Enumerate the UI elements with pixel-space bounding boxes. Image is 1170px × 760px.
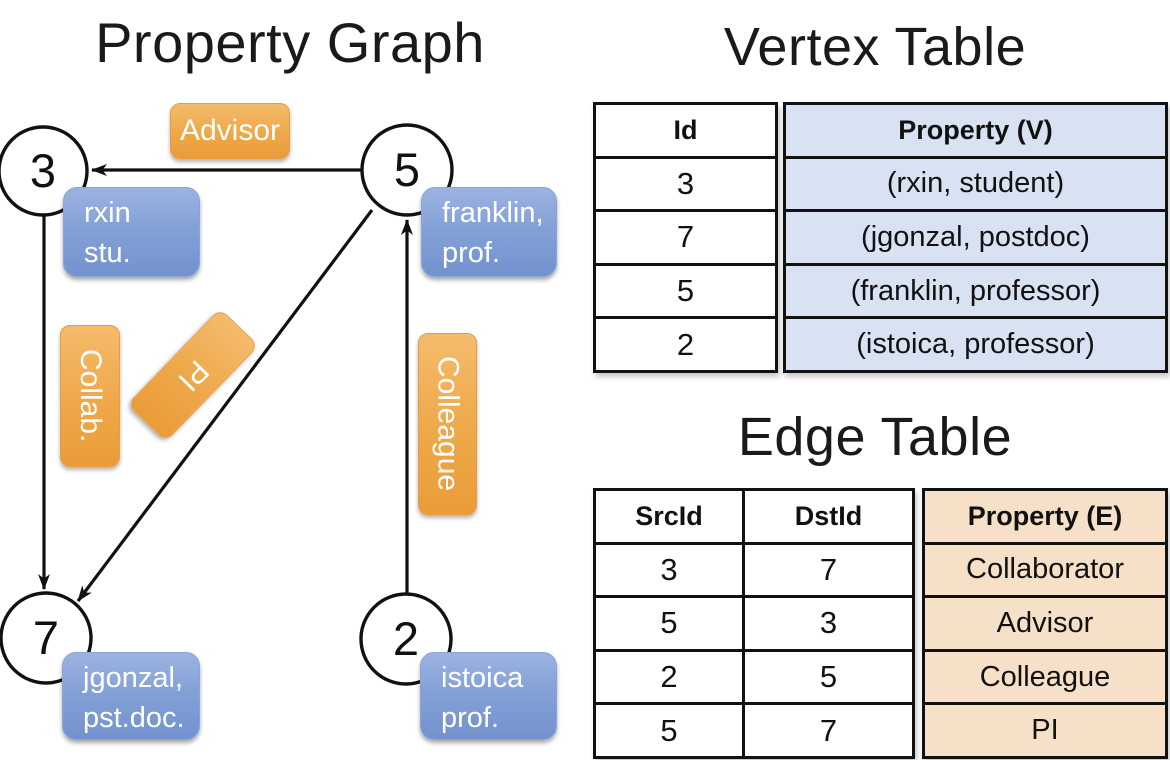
edge-table-property-column: Property (E) Collaborator Advisor Collea… (922, 488, 1168, 759)
table-row: Advisor (925, 595, 1165, 649)
table-row: SrcId DstId (596, 491, 912, 542)
node-id-7: 7 (32, 611, 60, 664)
table-row: (rxin, student) (786, 155, 1165, 210)
edge-property-cell: Advisor (996, 606, 1094, 639)
node-id-2: 2 (392, 612, 420, 665)
edge-table-id-columns: SrcId DstId 3 7 5 3 2 5 5 7 (593, 488, 915, 759)
vertex-id-cell: 3 (676, 165, 695, 201)
vertex-box-franklin-line1: franklin, (442, 197, 544, 229)
vertex-property-cell: (jgonzal, postdoc) (861, 220, 1090, 253)
vertex-box-rxin-line2: stu. (84, 237, 131, 269)
table-row: (franklin, professor) (786, 262, 1165, 317)
table-row: (istoica, professor) (786, 316, 1165, 370)
edge-label-advisor: Advisor (170, 103, 290, 159)
table-row: 2 (596, 316, 775, 370)
table-row: 7 (596, 209, 775, 263)
vertex-property-header: Property (V) (898, 114, 1053, 145)
edge-srcid-cell: 3 (660, 551, 678, 587)
vertex-box-franklin-line2: prof. (442, 237, 501, 269)
table-row: PI (925, 702, 1165, 756)
vertex-box-rxin-line1: rxin (84, 197, 131, 229)
vertex-property-cell: (franklin, professor) (850, 274, 1101, 307)
vertex-id-cell: 5 (676, 273, 695, 309)
vertex-box-istoica: istoica prof. (420, 652, 557, 740)
vertex-box-franklin: franklin, prof. (421, 187, 557, 277)
vertex-table-title: Vertex Table (723, 17, 1027, 77)
edge-srcid-cell: 2 (660, 659, 678, 695)
vertex-id-header: Id (673, 114, 698, 145)
edge-srcid-cell: 5 (660, 712, 678, 748)
node-id-3: 3 (29, 144, 57, 197)
edge-dstid-header: DstId (742, 491, 912, 542)
table-row: 5 7 (596, 702, 912, 756)
vertex-id-cell: 2 (676, 326, 695, 362)
vertex-id-cell: 7 (676, 219, 695, 255)
edge-srcid-header: SrcId (635, 500, 703, 531)
property-graph-title: Property Graph (95, 11, 485, 74)
table-row: 3 (596, 155, 775, 210)
table-row: Property (E) (925, 491, 1165, 542)
edge-pi-arrow (76, 209, 374, 602)
edge-table-title: Edge Table (737, 407, 1013, 467)
table-row: Id (596, 105, 775, 156)
edge-label-colleague: Colleague (418, 333, 477, 515)
edge-srcid-cell: 5 (660, 605, 678, 641)
edge-property-cell: Colleague (979, 660, 1111, 693)
vertex-box-istoica-line2: prof. (441, 702, 500, 734)
vertex-box-istoica-line1: istoica (441, 662, 524, 694)
vertex-box-jgonzal-line1: jgonzal, (83, 662, 183, 694)
table-row: Colleague (925, 648, 1165, 703)
property-graph-panel: Property Graph 3 5 7 2 Advisor Collab. (0, 0, 580, 760)
vertex-table-id-column: Id 3 7 5 2 (593, 102, 778, 373)
table-row: 3 7 (596, 541, 912, 596)
edge-property-cell: Collaborator (966, 553, 1124, 586)
vertex-property-cell: (rxin, student) (886, 167, 1065, 200)
edge-label-collab: Collab. (60, 325, 120, 467)
edge-dstid-cell: 5 (742, 651, 912, 703)
edge-dstid-cell: 7 (742, 544, 912, 596)
vertex-box-rxin: rxin stu. (63, 187, 200, 277)
vertex-box-jgonzal-line2: pst.doc. (83, 702, 185, 734)
vertex-table-property-column: Property (V) (rxin, student) (jgonzal, p… (783, 102, 1168, 373)
edge-dstid-cell: 7 (742, 705, 912, 756)
edge-dstid-cell: 3 (742, 598, 912, 649)
table-row: Property (V) (786, 105, 1165, 156)
vertex-box-jgonzal: jgonzal, pst.doc. (62, 652, 200, 740)
edge-property-header: Property (E) (967, 500, 1123, 531)
node-id-5: 5 (393, 143, 421, 196)
table-row: 5 (596, 262, 775, 317)
vertex-property-cell: (istoica, professor) (856, 328, 1095, 361)
table-row: 5 3 (596, 595, 912, 649)
table-row: (jgonzal, postdoc) (786, 209, 1165, 263)
table-row: Collaborator (925, 541, 1165, 596)
edge-property-cell: PI (1031, 714, 1059, 747)
table-row: 2 5 (596, 648, 912, 703)
